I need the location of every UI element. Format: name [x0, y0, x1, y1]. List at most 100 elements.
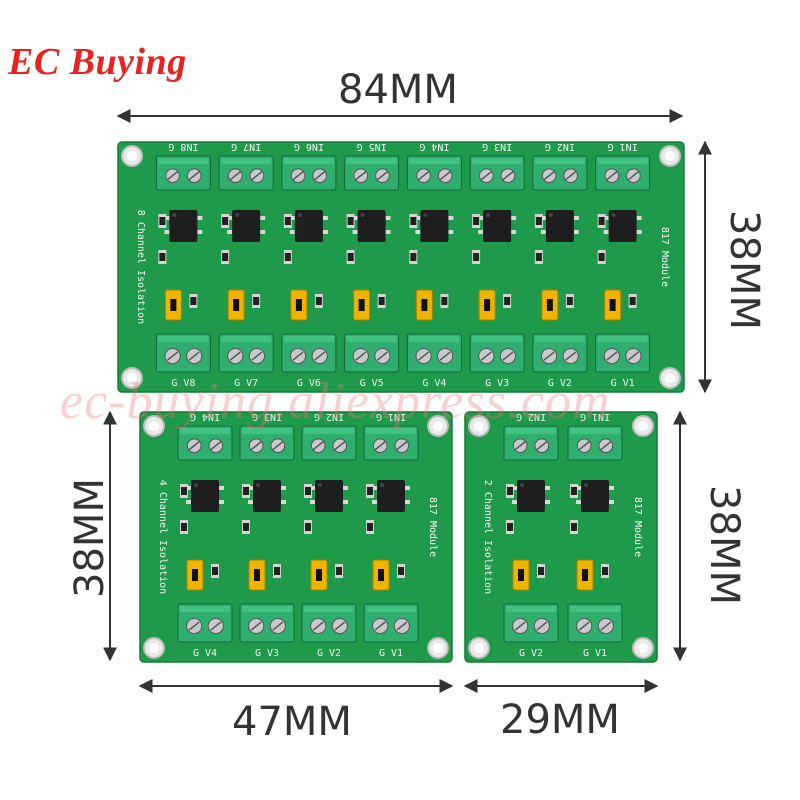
- smd-resistor: [534, 214, 543, 228]
- jumper-cap: [227, 289, 245, 321]
- screw-terminal: [595, 155, 651, 191]
- jumper-cap: [478, 289, 496, 321]
- smd-resistor: [158, 214, 167, 228]
- module-label: 817 Module: [427, 497, 438, 557]
- smd-resistor: [570, 484, 578, 498]
- board-title: 4 Channel Isolation: [157, 480, 168, 594]
- screw-terminal: [503, 603, 559, 643]
- smd-resistor: [597, 250, 606, 264]
- pcb-substrate: [117, 141, 685, 393]
- smd-resistor: [628, 294, 637, 308]
- screw-terminal: [281, 333, 337, 373]
- smd-resistor: [472, 250, 481, 264]
- smd-resistor: [537, 564, 545, 578]
- jumper-cap: [512, 559, 530, 591]
- screw-terminal: [532, 333, 588, 373]
- output-label: G V2: [548, 378, 572, 389]
- jumper-cap: [353, 289, 371, 321]
- input-label: IN1 G: [376, 411, 406, 422]
- screw-terminal: [177, 425, 233, 461]
- output-label: G V4: [193, 648, 217, 659]
- pcb-substrate: [139, 411, 453, 663]
- pcb-substrate: [464, 411, 658, 663]
- dim-mid-width: 47MM: [232, 699, 352, 745]
- screw-terminal: [218, 155, 274, 191]
- smd-resistor: [314, 294, 323, 308]
- output-label: G V4: [422, 378, 446, 389]
- smd-resistor: [397, 564, 405, 578]
- screw-terminal: [469, 155, 525, 191]
- screw-terminal: [567, 425, 623, 461]
- smd-resistor: [534, 250, 543, 264]
- smd-resistor: [503, 294, 512, 308]
- input-label: IN1 G: [580, 411, 610, 422]
- smd-resistor: [506, 520, 514, 534]
- input-label: IN7 G: [231, 141, 261, 152]
- screw-terminal: [363, 603, 419, 643]
- input-label: IN6 G: [294, 141, 324, 152]
- module-label: 817 Module: [659, 227, 670, 287]
- brand-logo: EC Buying: [8, 41, 187, 83]
- screw-terminal: [503, 425, 559, 461]
- module-label: 817 Module: [632, 497, 643, 557]
- smd-resistor: [506, 484, 514, 498]
- screw-terminal: [301, 425, 357, 461]
- screw-terminal: [567, 603, 623, 643]
- smd-resistor: [346, 214, 355, 228]
- smd-resistor: [409, 214, 418, 228]
- screw-terminal: [532, 155, 588, 191]
- output-label: G V1: [611, 378, 635, 389]
- jumper-cap: [290, 289, 308, 321]
- screw-terminal: [344, 333, 400, 373]
- smd-resistor: [472, 214, 481, 228]
- dim-top-width: 84MM: [338, 67, 458, 113]
- smd-resistor: [252, 294, 261, 308]
- screw-terminal: [155, 333, 211, 373]
- input-label: IN5 G: [357, 141, 387, 152]
- screw-terminal: [595, 333, 651, 373]
- smd-resistor: [180, 520, 188, 534]
- optocoupler-chip: [289, 210, 328, 242]
- output-label: G V2: [317, 648, 341, 659]
- output-label: G V1: [583, 648, 607, 659]
- output-label: G V6: [297, 378, 321, 389]
- jumper-cap: [604, 289, 622, 321]
- output-label: G V1: [379, 648, 403, 659]
- output-label: G V3: [255, 648, 279, 659]
- smd-resistor: [440, 294, 449, 308]
- smd-resistor: [242, 484, 250, 498]
- jumper-cap: [248, 559, 266, 591]
- screw-terminal: [301, 603, 357, 643]
- smd-resistor: [366, 484, 374, 498]
- smd-resistor: [273, 564, 281, 578]
- smd-resistor: [409, 250, 418, 264]
- optocoupler-chip: [576, 480, 614, 512]
- smd-resistor: [180, 484, 188, 498]
- smd-resistor: [221, 214, 230, 228]
- optocoupler-chip: [415, 210, 454, 242]
- input-label: IN4 G: [190, 411, 220, 422]
- smd-resistor: [570, 520, 578, 534]
- output-label: G V5: [360, 378, 384, 389]
- smd-resistor: [242, 520, 250, 534]
- optocoupler-chip: [186, 480, 224, 512]
- optocoupler-chip: [372, 480, 410, 512]
- screw-terminal: [406, 155, 462, 191]
- smd-resistor: [304, 484, 312, 498]
- smd-resistor: [211, 564, 219, 578]
- output-label: G V7: [234, 378, 258, 389]
- jumper-cap: [186, 559, 204, 591]
- screw-terminal: [239, 425, 295, 461]
- screw-terminal: [177, 603, 233, 643]
- board-title: 8 Channel Isolation: [135, 210, 146, 324]
- output-label: G V8: [171, 378, 195, 389]
- screw-terminal: [218, 333, 274, 373]
- smd-resistor: [283, 250, 292, 264]
- input-label: IN3 G: [482, 141, 512, 152]
- output-label: G V3: [485, 378, 509, 389]
- smd-resistor: [597, 214, 606, 228]
